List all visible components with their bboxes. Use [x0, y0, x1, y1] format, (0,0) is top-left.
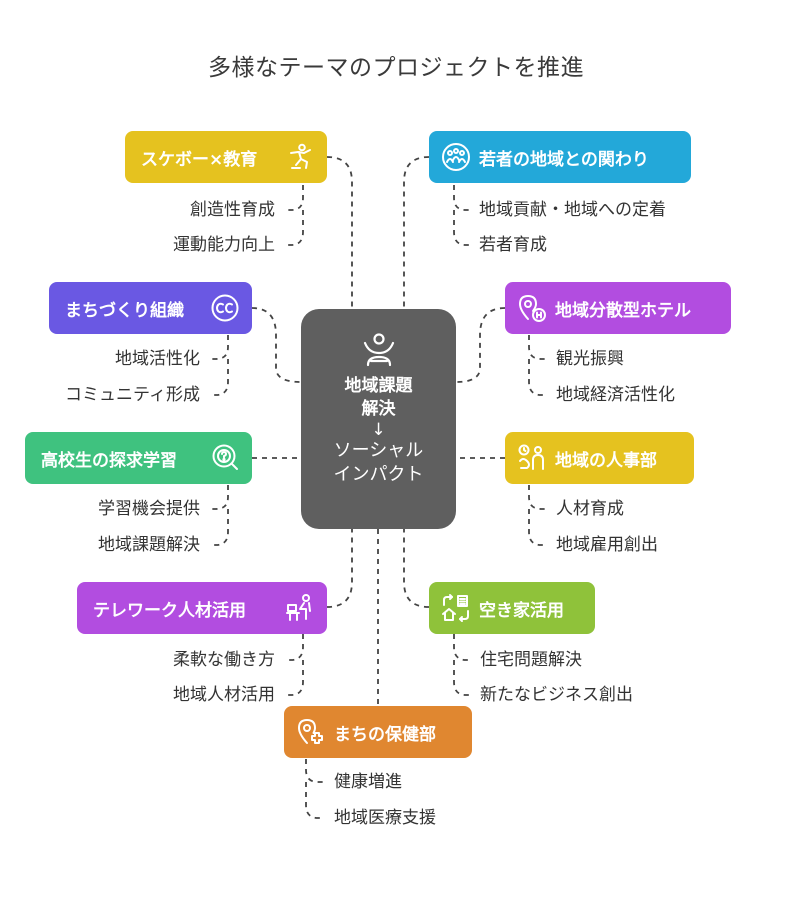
- node-vacant-house[interactable]: 空き家活用: [429, 582, 595, 634]
- node-town-health[interactable]: まちの保健部: [284, 706, 472, 758]
- center-line-1: 地域課題: [344, 376, 413, 396]
- node-label: 地域の人事部: [555, 450, 657, 471]
- telework-item-1: 柔軟な働き方: [173, 650, 275, 670]
- page-title: 多様なテーマのプロジェクトを推進: [208, 55, 584, 81]
- desk-worker-icon: [286, 594, 311, 621]
- node-label: 空き家活用: [479, 600, 564, 621]
- youth-item-1: 地域貢献・地域への定着: [479, 200, 666, 220]
- skateboard-item-2: 運動能力向上: [173, 235, 275, 255]
- vacant-item-1: 住宅問題解決: [480, 650, 582, 670]
- center-arrow: ↓: [371, 420, 386, 440]
- hr-item-1: 人材育成: [556, 499, 624, 519]
- node-skateboard-education[interactable]: スケボー×教育: [125, 131, 327, 183]
- vacant-item-2: 新たなビジネス創出: [480, 685, 633, 705]
- node-label: 高校生の探求学習: [41, 450, 177, 471]
- student-item-1: 学習機会提供: [98, 499, 200, 519]
- node-telework[interactable]: テレワーク人材活用: [77, 582, 327, 634]
- hr-person-icon: [518, 444, 544, 470]
- youth-item-2: 若者育成: [479, 235, 547, 255]
- skateboard-item-1: 創造性育成: [190, 200, 275, 220]
- hotel-item-2: 地域経済活性化: [556, 385, 675, 405]
- group-people-icon: [442, 143, 470, 171]
- health-item-1: 健康増進: [334, 772, 402, 792]
- search-question-icon: [212, 444, 238, 470]
- hotel-item-1: 観光振興: [556, 349, 624, 369]
- node-label: 地域分散型ホテル: [555, 300, 691, 321]
- node-highschool-learning[interactable]: 高校生の探求学習: [25, 432, 252, 484]
- center-node: 地域課題 解決 ↓ ソーシャル インパクト: [301, 309, 456, 529]
- cc-badge-icon: [211, 294, 239, 322]
- node-youth-engagement[interactable]: 若者の地域との関わり: [429, 131, 691, 183]
- person-raising-hands-icon: [363, 333, 394, 367]
- node-label: スケボー×教育: [141, 149, 258, 170]
- exercise-person-icon: [290, 143, 311, 169]
- node-community-organization[interactable]: まちづくり組織: [49, 282, 252, 334]
- community-item-1: 地域活性化: [115, 349, 200, 369]
- node-label: まちの保健部: [334, 724, 436, 745]
- hr-item-2: 地域雇用創出: [556, 535, 658, 555]
- student-item-2: 地域課題解決: [98, 535, 200, 555]
- community-item-2: コミュニティ形成: [65, 385, 200, 405]
- house-cycle-icon: [442, 594, 469, 622]
- center-line-2: 解決: [361, 399, 396, 419]
- health-pin-icon: [298, 719, 323, 744]
- node-regional-hr[interactable]: 地域の人事部: [505, 432, 694, 484]
- center-line-3: ソーシャル: [333, 440, 424, 461]
- node-label: まちづくり組織: [65, 300, 184, 321]
- hotel-pin-icon: [519, 295, 546, 322]
- telework-item-2: 地域人材活用: [173, 685, 275, 705]
- node-label: テレワーク人材活用: [93, 600, 246, 621]
- health-item-2: 地域医療支援: [334, 808, 436, 828]
- node-label: 若者の地域との関わり: [479, 149, 649, 170]
- center-line-4: インパクト: [333, 464, 424, 485]
- node-distributed-hotel[interactable]: 地域分散型ホテル: [505, 282, 731, 334]
